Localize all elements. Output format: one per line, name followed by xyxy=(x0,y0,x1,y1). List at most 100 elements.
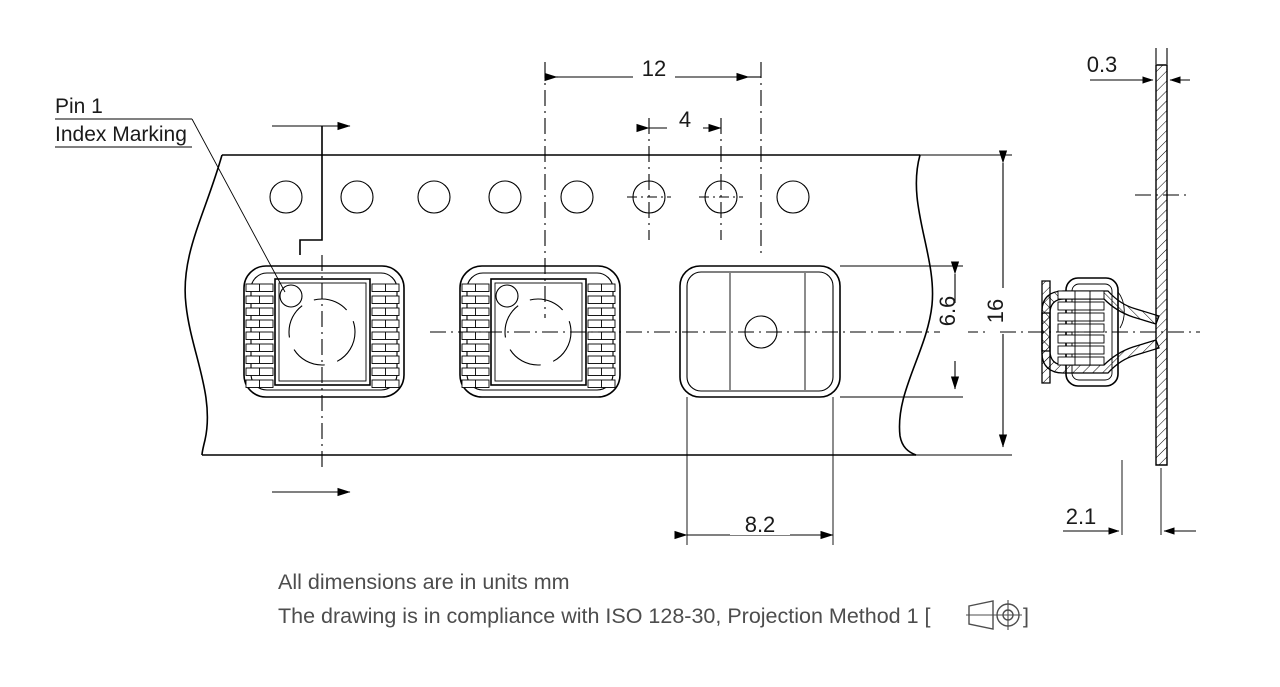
section-cut-line xyxy=(272,121,351,497)
dimension-16-value: 16 xyxy=(983,299,1008,323)
dimension-12: 12 xyxy=(544,52,762,318)
lead xyxy=(371,295,400,304)
lead xyxy=(587,283,616,292)
lead xyxy=(587,367,616,376)
lead xyxy=(461,283,490,292)
dimension-12-value: 12 xyxy=(642,56,666,81)
drawing-notes: All dimensions are in units mm The drawi… xyxy=(278,570,1029,630)
dim-text-mask xyxy=(730,509,790,535)
sprocket-hole xyxy=(776,180,810,214)
lead xyxy=(587,295,616,304)
lead xyxy=(371,307,400,316)
lead xyxy=(587,355,616,364)
lead xyxy=(245,283,274,292)
lead xyxy=(371,367,400,376)
left-break-line xyxy=(184,154,223,456)
dimension-4-value: 4 xyxy=(679,107,691,132)
dim-text-mask xyxy=(940,303,968,361)
dim-text-mask xyxy=(667,103,703,129)
lead xyxy=(461,295,490,304)
dimension-6-6: 6.6 xyxy=(840,261,968,398)
lead xyxy=(1057,345,1105,355)
lead xyxy=(461,331,490,340)
lead xyxy=(1057,334,1105,344)
lead xyxy=(245,379,274,388)
dimension-0-3: 0.3 xyxy=(1087,48,1190,84)
pin-1-index-marking-label: Pin 1 Index Marking xyxy=(55,95,286,293)
lead xyxy=(461,319,490,328)
lead xyxy=(461,307,490,316)
pocket-left-wall xyxy=(1041,280,1051,384)
section-line-upper xyxy=(299,126,323,255)
sprocket-hole xyxy=(560,180,594,214)
tape-side-section-view xyxy=(1000,64,1200,466)
sprocket-hole xyxy=(269,180,303,214)
sprocket-hole xyxy=(417,180,451,214)
cover-tape-strip xyxy=(1155,64,1168,466)
lead xyxy=(245,355,274,364)
lead xyxy=(1057,290,1105,300)
lead xyxy=(461,355,490,364)
lead xyxy=(245,367,274,376)
lead xyxy=(245,295,274,304)
symbol-cone xyxy=(968,600,994,630)
dimension-8-2-value: 8.2 xyxy=(745,512,776,537)
lead xyxy=(371,319,400,328)
lead xyxy=(245,331,274,340)
dimension-2-1-value: 2.1 xyxy=(1066,504,1097,529)
dimension-16: 16 xyxy=(916,150,1016,456)
lead xyxy=(245,343,274,352)
lead xyxy=(461,379,490,388)
cover-tape-section xyxy=(1155,64,1168,466)
pin1-label-line1: Pin 1 xyxy=(55,95,103,118)
lead xyxy=(371,283,400,292)
pocket-2-with-component xyxy=(459,265,621,398)
lead xyxy=(371,343,400,352)
first-angle-projection-symbol: ] xyxy=(966,600,1029,630)
dim-text-mask xyxy=(633,52,675,78)
sprocket-hole xyxy=(488,180,522,214)
lead xyxy=(587,343,616,352)
lead xyxy=(1057,356,1105,366)
lead xyxy=(371,379,400,388)
tape-top-view xyxy=(184,154,1010,456)
lead xyxy=(587,331,616,340)
dimension-8-2: 8.2 xyxy=(674,397,834,545)
leads-left xyxy=(245,283,274,388)
dimension-4: 4 xyxy=(636,103,722,240)
note-line-2: The drawing is in compliance with ISO 12… xyxy=(278,604,931,628)
dimension-2-1: 2.1 xyxy=(1063,460,1196,535)
lead xyxy=(587,319,616,328)
pin-1-index-dot xyxy=(279,284,303,308)
lead xyxy=(1057,301,1105,311)
lead xyxy=(245,307,274,316)
lead xyxy=(587,307,616,316)
note-line-1: All dimensions are in units mm xyxy=(278,570,570,594)
dimension-6-6-value: 6.6 xyxy=(935,296,960,327)
component-edge-arc xyxy=(1117,291,1125,329)
lead xyxy=(461,367,490,376)
lead xyxy=(371,355,400,364)
pin-1-index-dot xyxy=(495,284,519,308)
component-section xyxy=(1057,277,1125,387)
leads-right xyxy=(587,283,616,388)
pin1-leader-line xyxy=(191,118,286,293)
note-line-2-text: The drawing is in compliance with ISO 12… xyxy=(278,604,931,628)
leads-right xyxy=(371,283,400,388)
lead-stack xyxy=(1057,290,1105,366)
dim-text-mask xyxy=(988,288,1016,334)
pocket-inner-wall xyxy=(250,272,398,391)
leads-left xyxy=(461,283,490,388)
lead xyxy=(371,331,400,340)
right-break-line xyxy=(898,154,934,456)
lead xyxy=(587,379,616,388)
pin1-label-line2: Index Marking xyxy=(55,123,187,146)
dimension-0-3-value: 0.3 xyxy=(1087,52,1118,77)
pocket-1-with-component xyxy=(243,265,405,398)
lead xyxy=(245,319,274,328)
lead xyxy=(1057,323,1105,333)
sprocket-hole-row xyxy=(269,180,810,214)
sprocket-hole xyxy=(340,180,374,214)
